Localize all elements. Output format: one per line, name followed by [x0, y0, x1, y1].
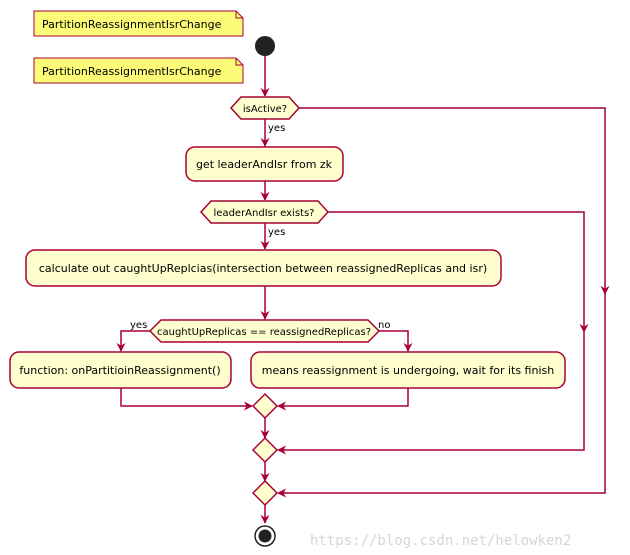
note-2: PartitionReassignmentIsrChange	[33, 57, 244, 84]
decision-caught-up-label: caughtUpReplicas == reassignedReplicas?	[157, 327, 371, 338]
end-node	[254, 525, 276, 547]
action-get-leader-label: get leaderAndIsr from zk	[196, 158, 333, 171]
merge-node-3	[251, 479, 279, 507]
action-get-leader: get leaderAndIsr from zk	[185, 146, 344, 182]
edge-yes-onreassign	[116, 330, 150, 352]
note-1-text: PartitionReassignmentIsrChange	[42, 18, 222, 31]
edge-undergoing-merge1	[277, 388, 409, 411]
action-undergoing-label: means reassignment is undergoing, wait f…	[262, 364, 554, 377]
action-calculate: calculate out caughtUpReplcias(intersect…	[25, 249, 502, 287]
label-yes-1: yes	[268, 123, 285, 134]
edge-exists-no-arrow	[328, 211, 589, 333]
watermark-text: https://blog.csdn.net/helowken2	[310, 533, 571, 549]
action-on-reassignment-label: function: onPartitioinReassignment()	[19, 364, 220, 377]
edge-isactive-no-arrow	[299, 107, 610, 295]
decision-leader-exists-label: leaderAndIsr exists?	[214, 208, 315, 219]
action-undergoing: means reassignment is undergoing, wait f…	[250, 351, 566, 389]
label-no: no	[378, 320, 390, 331]
label-yes-2: yes	[268, 227, 285, 238]
decision-leader-exists: leaderAndIsr exists?	[199, 200, 330, 224]
start-node	[255, 36, 275, 56]
edge-exists-no-merge2	[277, 332, 585, 455]
edge-onreassign-merge1	[120, 388, 253, 411]
decision-is-active-label: isActive?	[243, 104, 287, 115]
merge-node-2	[251, 436, 279, 464]
edge-no-undergoing	[379, 330, 413, 352]
decision-is-active: isActive?	[229, 96, 301, 120]
merge-node-1	[251, 392, 279, 420]
note-2-text: PartitionReassignmentIsrChange	[42, 65, 222, 78]
action-on-reassignment: function: onPartitioinReassignment()	[9, 351, 232, 389]
label-yes-3: yes	[130, 320, 147, 331]
action-calculate-label: calculate out caughtUpReplcias(intersect…	[39, 262, 487, 275]
decision-caught-up: caughtUpReplicas == reassignedReplicas?	[148, 319, 381, 343]
edge-isactive-no-merge3	[277, 294, 606, 498]
note-1: PartitionReassignmentIsrChange	[33, 10, 244, 37]
